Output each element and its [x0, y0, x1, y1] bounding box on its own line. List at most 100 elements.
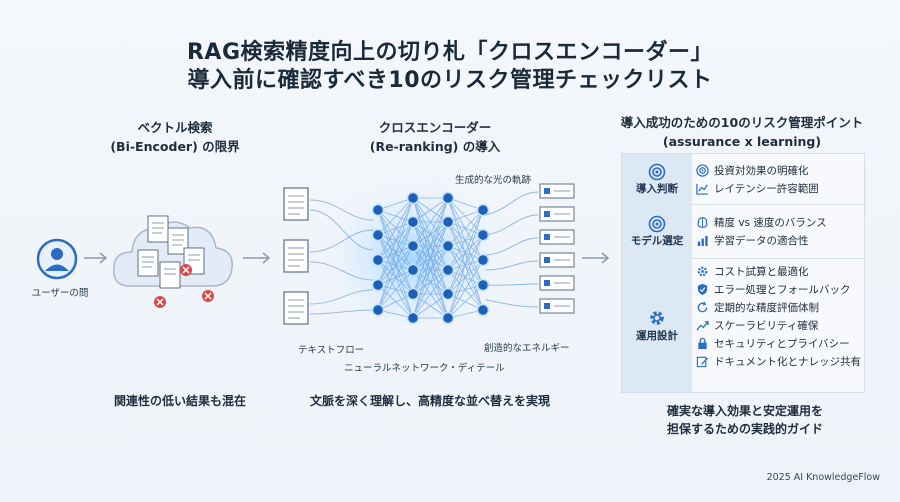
right-heading-line2: (assurance x learning)	[662, 134, 822, 149]
risk-checklist-panel: 導入判断 投資対効果の明確化 レイテンシー許容範囲 モデル選定 精度 vs 速度…	[621, 153, 865, 393]
gear-icon	[650, 310, 664, 325]
checklist-item-text: コスト試算と最適化	[714, 265, 809, 278]
section-label: モデル選定	[622, 204, 692, 258]
neural-network-illustration	[283, 176, 575, 340]
network-node	[406, 263, 420, 277]
network-connection	[447, 209, 484, 247]
network-connection	[377, 293, 414, 311]
center-heading-line1: クロスエンコーダー	[378, 120, 492, 135]
network-connection	[377, 259, 414, 295]
network-connection	[412, 293, 449, 319]
network-node	[406, 311, 420, 325]
left-caption: 関連性の低い結果も混在	[113, 394, 246, 408]
center-caption: 文脈を深く理解し、高精度な並べ替えを実現	[309, 394, 550, 408]
label-text-flow: テキストフロー	[298, 345, 365, 356]
network-connection	[447, 209, 484, 319]
left-heading-line1: ベクトル検索	[137, 120, 213, 135]
network-connection	[377, 197, 414, 311]
network-node	[476, 203, 490, 217]
checklist-item-text: レイテンシー許容範囲	[714, 182, 819, 195]
checklist-item-text: 精度 vs 速度のバランス	[714, 216, 827, 229]
network-connection	[377, 245, 414, 311]
network-connection	[447, 245, 484, 311]
section-model-selection: モデル選定 精度 vs 速度のバランス 学習データの適合性	[622, 204, 864, 259]
checklist-item-text: セキュリティとプライバシー	[714, 337, 850, 350]
center-heading-line2: (Re-ranking) の導入	[369, 139, 501, 154]
refresh-icon	[697, 301, 708, 312]
network-connection	[447, 209, 484, 271]
section-label: 導入判断	[622, 154, 692, 204]
left-heading: ベクトル検索 (Bi-Encoder) の限界	[95, 118, 255, 156]
network-connection	[412, 221, 449, 319]
network-node	[441, 311, 455, 325]
checklist-item: レイテンシー許容範囲	[696, 179, 862, 197]
network-connection	[447, 234, 484, 319]
guide-line1: 確実な導入効果と安定運用を	[666, 404, 823, 418]
network-node	[406, 191, 420, 205]
network-node	[441, 191, 455, 205]
section-label-text: モデル選定	[630, 234, 684, 247]
page-subtitle: 導入前に確認すべき10のリスク管理チェックリスト	[187, 68, 713, 93]
network-connection	[377, 197, 414, 286]
section-decision: 導入判断 投資対効果の明確化 レイテンシー許容範囲	[622, 154, 864, 205]
checklist-item-text: 投資対効果の明確化	[714, 164, 809, 177]
target-icon	[696, 163, 709, 177]
trend-icon	[696, 320, 709, 331]
network-connection	[377, 234, 414, 295]
footer-credit: 2025 AI KnowledgeFlow	[766, 472, 880, 483]
user-icon	[36, 238, 78, 280]
user-label: ユーザーの問	[31, 288, 89, 299]
network-node	[371, 278, 385, 292]
left-heading-line2: (Bi-Encoder) の限界	[110, 139, 240, 154]
checklist-item: 学習データの適合性	[696, 231, 862, 249]
network-connection	[447, 245, 484, 286]
network-node	[406, 239, 420, 253]
network-connection	[447, 221, 484, 286]
cloud-documents-icon	[113, 215, 233, 308]
edit-icon	[696, 356, 709, 367]
arrow-right-icon	[84, 252, 108, 264]
network-connection	[377, 269, 414, 311]
network-node	[441, 287, 455, 301]
network-connection	[377, 209, 414, 271]
section-label-text: 運用設計	[636, 329, 678, 342]
network-node	[476, 303, 490, 317]
network-node	[371, 253, 385, 267]
network-connection	[412, 197, 449, 319]
network-connection	[377, 221, 414, 311]
network-node	[371, 203, 385, 217]
checklist-item: 精度 vs 速度のバランス	[696, 213, 862, 231]
section-label-text: 導入判断	[636, 182, 678, 195]
network-connection	[412, 245, 449, 319]
checklist-item-text: スケーラビリティ確保	[714, 319, 819, 332]
network-connection	[412, 197, 449, 295]
network-connection	[447, 221, 484, 261]
guide-line2: 担保するための実践的ガイド	[666, 422, 823, 436]
arrow-right-icon	[243, 252, 271, 264]
network-node	[371, 228, 385, 242]
right-guide-text: 確実な導入効果と安定運用を 担保するための実践的ガイド	[600, 402, 890, 438]
network-connection	[447, 284, 484, 319]
checklist-item-text: エラー処理とフォールバック	[714, 283, 851, 296]
network-node	[371, 303, 385, 317]
network-node	[406, 287, 420, 301]
label-neural-network: ニューラルネットワーク・ディテール	[344, 363, 505, 374]
network-connection	[377, 197, 414, 261]
network-connection	[377, 209, 414, 247]
network-node	[476, 253, 490, 267]
checklist-item: 定期的な精度評価体制	[696, 298, 862, 316]
network-connection	[412, 197, 449, 223]
network-connection	[377, 197, 414, 236]
checklist-item: 投資対効果の明確化	[696, 161, 862, 179]
label-energy: 創造的なエネルギー	[484, 343, 570, 354]
gear-icon	[697, 266, 708, 276]
network-node	[441, 215, 455, 229]
shield-icon	[697, 283, 708, 295]
network-connection	[447, 259, 484, 319]
checklist-item-text: 学習データの適合性	[714, 234, 809, 247]
checklist-item: コスト試算と最適化	[696, 262, 862, 280]
label-light-trail: 生成的な光の軌跡	[455, 175, 532, 186]
network-connection	[412, 197, 449, 247]
right-heading-line1: 導入成功のための10のリスク管理ポイント	[620, 115, 864, 130]
network-node	[406, 215, 420, 229]
